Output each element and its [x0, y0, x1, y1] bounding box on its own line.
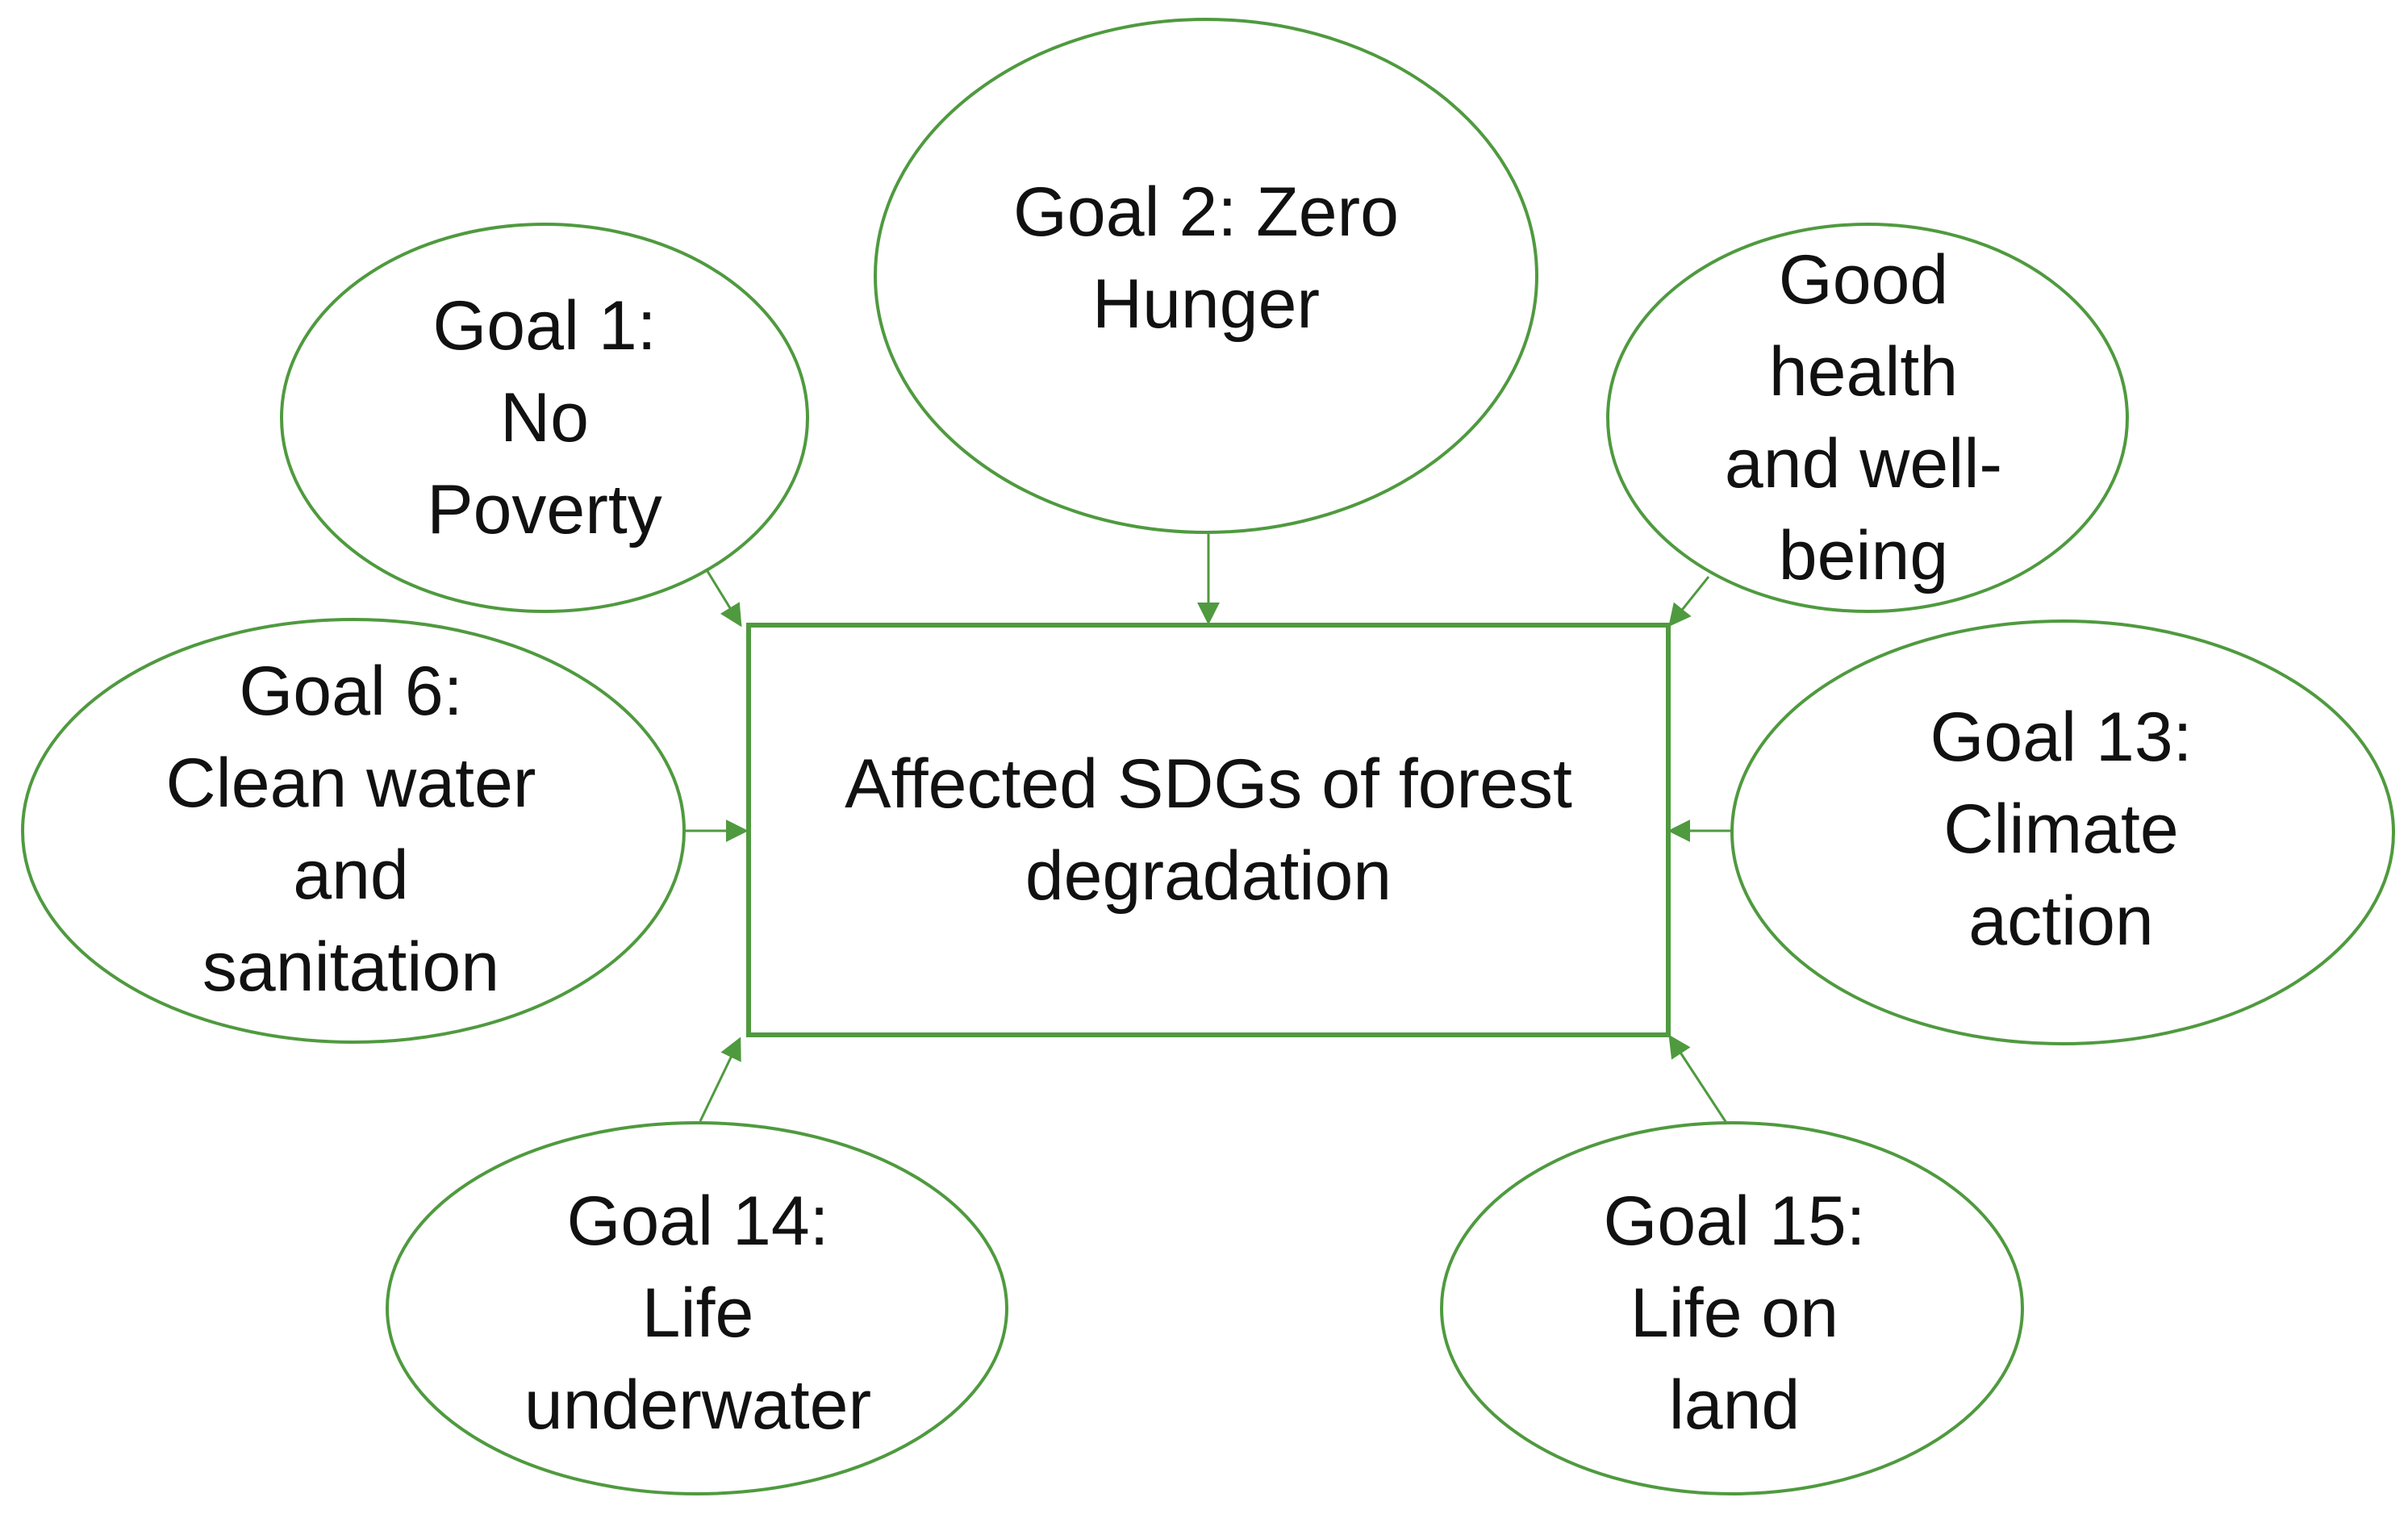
arrow-goal1: [702, 564, 742, 628]
goal14-ellipse: [386, 1121, 1008, 1495]
arrow-goal3: [1668, 576, 1710, 628]
goal15-ellipse: [1440, 1121, 2024, 1495]
arrow-goal14: [699, 1036, 741, 1122]
goal1-ellipse: [280, 223, 809, 613]
goal6-ellipse: [21, 618, 686, 1044]
goal13-ellipse: [1730, 619, 2395, 1045]
goal2-ellipse: [874, 18, 1538, 534]
center-box: [746, 623, 1671, 1037]
arrow-goal15: [1668, 1034, 1730, 1126]
goal3-ellipse: [1606, 223, 2129, 613]
